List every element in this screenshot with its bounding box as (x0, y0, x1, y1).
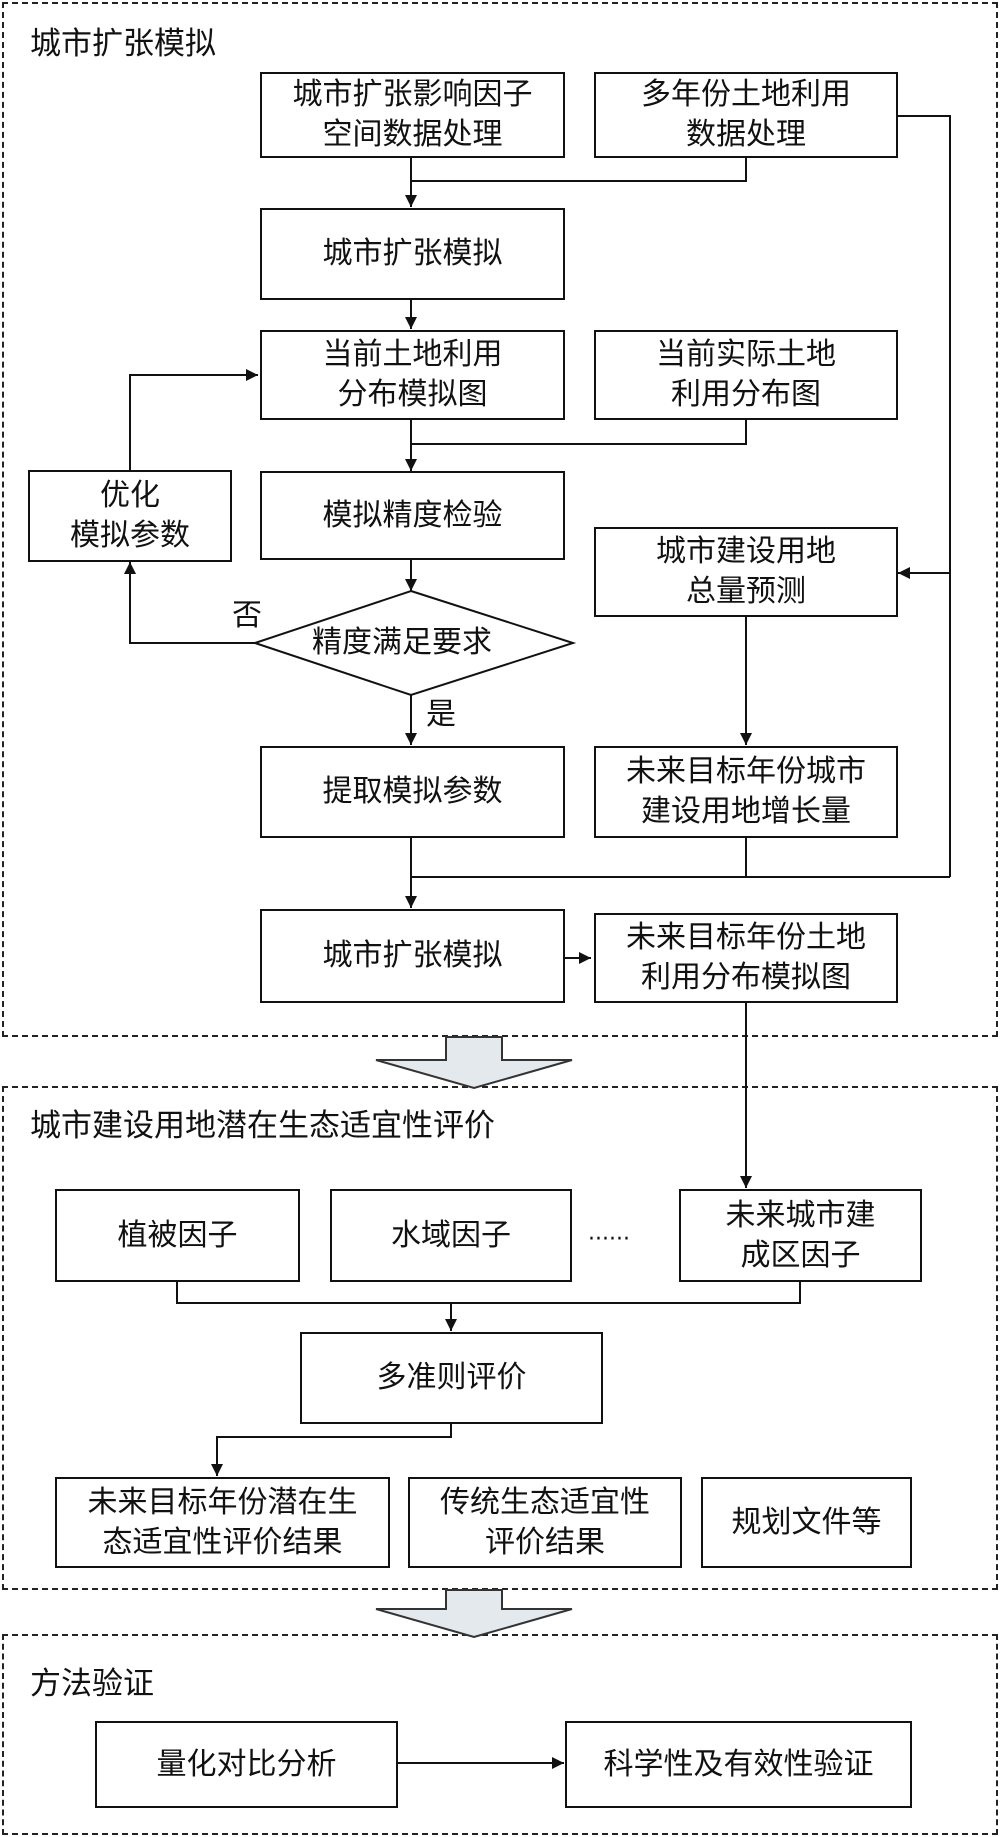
section-title: 方法验证 (30, 1666, 154, 1702)
edge-label-no: 否 (232, 598, 262, 633)
planning-documents-box: 规划文件等 (701, 1477, 912, 1568)
future-suitability-result-box: 未来目标年份潜在生态适宜性评价结果 (55, 1477, 390, 1568)
node-text: 提取模拟参数 (322, 774, 503, 809)
section-flow-arrow (375, 1036, 573, 1090)
total-land-forecast-box: 城市建设用地总量预测 (594, 527, 898, 617)
node-text: 多准则评价 (376, 1360, 527, 1395)
decision-diamond (251, 589, 577, 697)
edge-landuse-merge (411, 158, 747, 182)
node-text: 数据处理 (686, 117, 806, 152)
node-text: 当前实际土地 (656, 337, 836, 372)
edge-actual-merge (411, 420, 747, 445)
traditional-suitability-result-box: 传统生态适宜性评价结果 (408, 1477, 682, 1568)
landuse-data-processing-box: 多年份土地利用数据处理 (594, 72, 898, 158)
node-text: 城市扩张影响因子 (292, 77, 533, 112)
node-text: 未来目标年份城市 (626, 754, 866, 789)
node-text: 未来城市建 (725, 1197, 876, 1233)
future-expansion-simulation-box: 城市扩张模拟 (260, 909, 565, 1003)
node-text: 优化 (100, 478, 160, 513)
section-flow-arrow (375, 1589, 573, 1639)
node-text: 未来目标年份潜在生 (87, 1484, 358, 1520)
vegetation-factor-box: 植被因子 (55, 1189, 300, 1282)
edge-decision-no (124, 562, 255, 644)
edge-mce-to-result (211, 1424, 452, 1476)
validity-verification-box: 科学性及有效性验证 (565, 1721, 912, 1808)
factor-data-processing-box: 城市扩张影响因子空间数据处理 (260, 72, 565, 158)
node-text: 城市建设用地 (656, 534, 836, 569)
node-text: 量化对比分析 (156, 1746, 337, 1782)
extract-parameters-box: 提取模拟参数 (260, 746, 565, 838)
node-text: 利用分布模拟图 (641, 960, 851, 995)
node-text: 成区因子 (740, 1237, 861, 1273)
node-text: 植被因子 (117, 1217, 238, 1253)
optimize-parameters-box: 优化模拟参数 (28, 470, 232, 562)
node-text: 多年份土地利用 (641, 77, 851, 112)
node-text: 分布模拟图 (337, 377, 488, 412)
decision-text: 精度满足要求 (312, 625, 492, 660)
quantitative-comparison-box: 量化对比分析 (95, 1721, 398, 1808)
node-text: 规划文件等 (731, 1504, 882, 1540)
node-text: 当前土地利用 (322, 337, 503, 372)
future-increment-box: 未来目标年份城市建设用地增长量 (594, 746, 898, 838)
section-title: 城市建设用地潜在生态适宜性评价 (30, 1108, 495, 1144)
node-text: 态适宜性评价结果 (102, 1524, 343, 1560)
node-text: 评价结果 (485, 1524, 605, 1560)
water-factor-box: 水域因子 (330, 1189, 572, 1282)
edge-vegetation-merge (176, 1282, 801, 1304)
urban-expansion-simulation-box: 城市扩张模拟 (260, 208, 565, 300)
edge-label-yes: 是 (426, 697, 456, 732)
node-text: 总量预测 (686, 574, 806, 609)
current-actual-map-box: 当前实际土地利用分布图 (594, 330, 898, 420)
edge-optimize-to-cur-map (129, 369, 258, 470)
node-text: 科学性及有效性验证 (603, 1746, 874, 1782)
node-text: 城市扩张模拟 (322, 938, 503, 973)
node-text: 水域因子 (391, 1217, 511, 1253)
node-text: 城市扩张模拟 (322, 236, 503, 271)
future-simulated-map-box: 未来目标年份土地利用分布模拟图 (594, 913, 898, 1003)
section-method-validation: 方法验证 (2, 1634, 998, 1835)
node-text: 未来目标年份土地 (626, 920, 866, 955)
multi-criteria-evaluation-box: 多准则评价 (300, 1332, 603, 1424)
node-text: 空间数据处理 (322, 117, 503, 152)
ellipsis-text: ······ (588, 1227, 630, 1252)
node-text: 传统生态适宜性 (440, 1484, 650, 1520)
section-title: 城市扩张模拟 (30, 26, 216, 62)
future-builtup-factor-box: 未来城市建成区因子 (679, 1189, 922, 1282)
edge-landuse-right-bus (896, 115, 951, 877)
accuracy-test-box: 模拟精度检验 (260, 471, 565, 560)
node-text: 模拟参数 (70, 518, 190, 553)
node-text: 利用分布图 (671, 377, 821, 412)
node-text: 建设用地增长量 (641, 794, 851, 829)
node-text: 模拟精度检验 (322, 497, 503, 533)
current-simulated-map-box: 当前土地利用分布模拟图 (260, 330, 565, 420)
